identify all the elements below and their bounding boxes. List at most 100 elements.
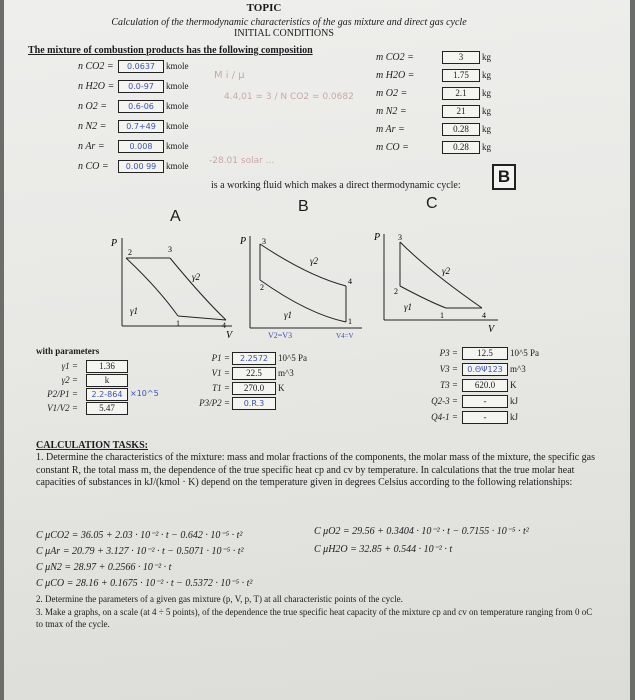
- param-row: P3/P2 = 0.R.3: [196, 397, 326, 412]
- mass-row: m CO = 0.28 kg: [376, 141, 491, 154]
- svg-text:1: 1: [348, 317, 352, 326]
- svg-text:2: 2: [394, 287, 398, 296]
- label-c: C: [426, 195, 438, 212]
- param-value: 1.36: [86, 360, 128, 373]
- param-row: P2/P1 = 2.2-864 ×10^5: [47, 388, 159, 401]
- mass-value: 1.75: [442, 69, 480, 82]
- param-value: 270.0: [232, 382, 276, 395]
- params-a: γ1 = 1.36 γ2 = k P2/P1 = 2.2-864 ×10^5 V…: [42, 360, 162, 416]
- svg-text:γ2: γ2: [310, 256, 319, 266]
- equation: C μH2O = 32.85 + 0.544 · 10⁻² · t: [314, 544, 453, 555]
- param-value: -: [462, 395, 508, 408]
- param-value: -: [462, 411, 508, 424]
- tasks-heading: CALCULATION TASKS:: [36, 440, 148, 451]
- equation: C μAr = 20.79 + 3.127 · 10⁻² · t − 0.507…: [36, 546, 244, 557]
- param-value: 0.R.3: [232, 397, 276, 410]
- svg-text:3: 3: [398, 233, 402, 242]
- task-1: 1. Determine the characteristics of the …: [36, 452, 595, 488]
- param-row: P1 = 2.2572 10^5 Pa: [211, 352, 307, 365]
- svg-text:4: 4: [482, 311, 486, 320]
- handwritten-note: -28.01 solar ...: [209, 156, 275, 166]
- label-b: B: [298, 198, 309, 215]
- svg-text:γ1: γ1: [404, 302, 412, 312]
- mass-row: m CO2 = 3 kg: [376, 51, 491, 64]
- param-value: 22.5: [232, 367, 276, 380]
- masses-list: m CO2 = 3 kg m H2O = 1.75 kg m O2 = 2.1 …: [376, 49, 526, 157]
- mass-row: m H2O = 1.75 kg: [376, 69, 491, 82]
- initial-conditions: INITIAL CONDITIONS: [234, 28, 334, 39]
- equation: C μCO = 28.16 + 0.1675 · 10⁻² · t − 0.53…: [36, 578, 253, 589]
- params-b: P1 = 2.2572 10^5 Pa V1 = 22.5 m^3 T1 = 2…: [196, 352, 326, 412]
- param-row: Q4-1 = - kJ: [431, 411, 519, 424]
- param-value: k: [86, 374, 128, 387]
- mole-value: 0.00 99: [118, 160, 164, 173]
- equation: C μO2 = 29.56 + 0.3404 · 10⁻² · t − 0.71…: [314, 526, 529, 537]
- svg-text:3: 3: [168, 245, 172, 254]
- mole-row: n Ar = 0.008 kmole: [78, 140, 189, 153]
- equation: C μN2 = 28.97 + 0.2566 · 10⁻² · t: [36, 562, 172, 573]
- diagram-c: P V 3 2 1 4 γ1 γ2: [374, 232, 498, 334]
- svg-text:4: 4: [222, 321, 226, 330]
- document-page: TOPIC Calculation of the thermodynamic c…: [4, 0, 630, 700]
- task-2: 2. Determine the parameters of a given g…: [36, 594, 403, 604]
- param-value: 2.2-864: [86, 388, 128, 401]
- svg-text:1: 1: [176, 319, 180, 328]
- equation: C μCO2 = 36.05 + 2.03 · 10⁻² · t − 0.642…: [36, 530, 243, 541]
- param-row: T3 = 620.0 K: [440, 379, 517, 392]
- svg-text:P: P: [374, 232, 380, 243]
- param-row: V3 = 0.ΘΨ123 m^3: [439, 363, 526, 376]
- gamma1: γ1: [130, 306, 138, 316]
- cycle-sentence: is a working fluid which makes a direct …: [211, 180, 461, 191]
- mass-value: 21: [442, 105, 480, 118]
- mole-value: 0.6-06: [118, 100, 164, 113]
- mole-row: n O2 = 0.6-06 kmole: [78, 100, 189, 113]
- param-value: 12.5: [462, 347, 508, 360]
- mass-row: m O2 = 2.1 kg: [376, 87, 491, 100]
- param-value: 0.ΘΨ123: [462, 363, 508, 376]
- param-value: 620.0: [462, 379, 508, 392]
- moles-list: n CO2 = 0.0637 kmole n H2O = 0.0-97 kmol…: [78, 57, 208, 177]
- label-a: A: [170, 208, 181, 225]
- param-value: 5.47: [86, 402, 128, 415]
- axis-p: P: [110, 238, 117, 249]
- param-row: P3 = 12.5 10^5 Pa: [439, 347, 539, 360]
- mole-row: n CO = 0.00 99 kmole: [78, 160, 189, 173]
- gamma2: γ2: [192, 272, 201, 282]
- variant-badge: B: [492, 164, 516, 190]
- mass-value: 3: [442, 51, 480, 64]
- mole-value: 0.0637: [118, 60, 164, 73]
- params-c: P3 = 12.5 10^5 Pa V3 = 0.ΘΨ123 m^3 T3 = …: [426, 346, 556, 426]
- svg-text:γ2: γ2: [442, 266, 451, 276]
- mass-value: 0.28: [442, 141, 480, 154]
- mass-row: m N2 = 21 kg: [376, 105, 491, 118]
- mole-value: 0.7+49: [118, 120, 164, 133]
- diagram-b: P 3 2 4 1 γ1 γ2 V2=V3 V4=V: [239, 236, 362, 340]
- param-row: V1 = 22.5 m^3: [211, 367, 294, 380]
- task-3: 3. Make a graphs, on a scale (at 4 ÷ 5 p…: [36, 607, 593, 629]
- handwritten-note: 4.4,01 = 3 / N CO2 = 0.0682: [224, 92, 354, 102]
- mole-row: n N2 = 0.7+49 kmole: [78, 120, 189, 133]
- topic-heading: TOPIC: [246, 2, 282, 14]
- mole-row: n CO2 = 0.0637 kmole: [78, 60, 189, 73]
- svg-text:3: 3: [262, 237, 266, 246]
- param-row: V1/V2 = 5.47: [42, 402, 162, 416]
- mole-value: 0.0-97: [118, 80, 164, 93]
- mass-value: 0.28: [442, 123, 480, 136]
- svg-text:2: 2: [128, 248, 132, 257]
- axis-v: V: [226, 330, 234, 340]
- svg-text:P: P: [239, 236, 246, 247]
- svg-text:γ1: γ1: [284, 310, 292, 320]
- subtitle: Calculation of the thermodynamic charact…: [111, 17, 467, 28]
- svg-text:1: 1: [440, 311, 444, 320]
- param-row: T1 = 270.0 K: [212, 382, 285, 395]
- svg-text:V: V: [488, 324, 496, 334]
- param-row: γ2 = k: [42, 374, 162, 388]
- mass-row: m Ar = 0.28 kg: [376, 123, 491, 136]
- param-value: 2.2572: [232, 352, 276, 365]
- handwritten-note: M i / μ: [214, 70, 245, 81]
- mass-value: 2.1: [442, 87, 480, 100]
- mole-value: 0.008: [118, 140, 164, 153]
- handwritten-note: V2=V3: [268, 331, 292, 340]
- svg-text:2: 2: [260, 283, 264, 292]
- mixture-heading: The mixture of combustion products has t…: [28, 45, 313, 56]
